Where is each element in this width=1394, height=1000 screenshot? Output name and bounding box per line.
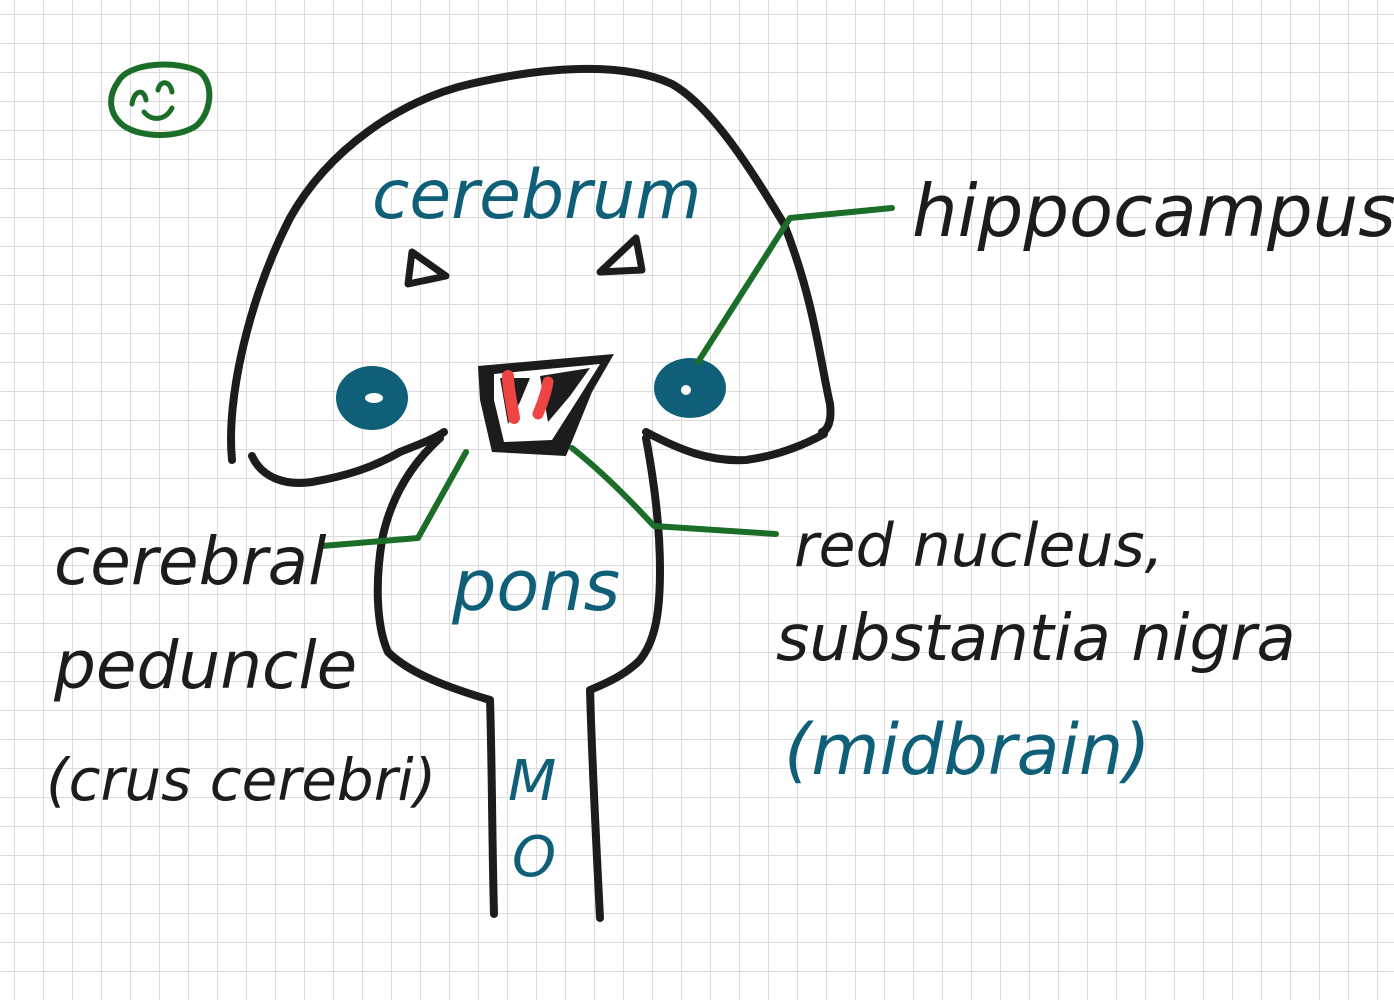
brain-lower-left-rim (248, 428, 448, 487)
hippocampus-label: hippocampus (912, 169, 1394, 253)
cerebral-label: cerebral (54, 523, 327, 600)
red-nucleus-label: red nucleus, (794, 511, 1164, 581)
crus-cerebri-label: (crus cerebri) (46, 746, 436, 814)
peduncle-label: peduncle (53, 627, 357, 704)
brainstem-right-edge (586, 434, 664, 922)
medulla-oblongata-m-label: M (508, 749, 556, 814)
red-nucleus-leader-line (569, 445, 779, 537)
smiley-face-icon (108, 61, 213, 138)
brainstem-left-edge (373, 434, 498, 918)
pons-label: pons (451, 545, 620, 627)
hippocampus-leader-line (695, 205, 895, 365)
left-hippocampus-blob (336, 366, 408, 430)
left-triangle (404, 248, 450, 288)
substantia-nigra-label: substantia nigra (776, 602, 1296, 676)
brain-outline (227, 64, 835, 464)
brain-lower-right-rim (642, 428, 828, 465)
medulla-oblongata-o-label: O (512, 825, 556, 890)
cerebral-peduncle-leader-line (319, 449, 469, 549)
right-triangle (596, 234, 646, 276)
right-hippocampus-blob (654, 358, 726, 418)
midbrain-block (478, 354, 614, 456)
cerebrum-label: cerebrum (372, 156, 701, 235)
midbrain-label: (midbrain) (784, 709, 1151, 791)
